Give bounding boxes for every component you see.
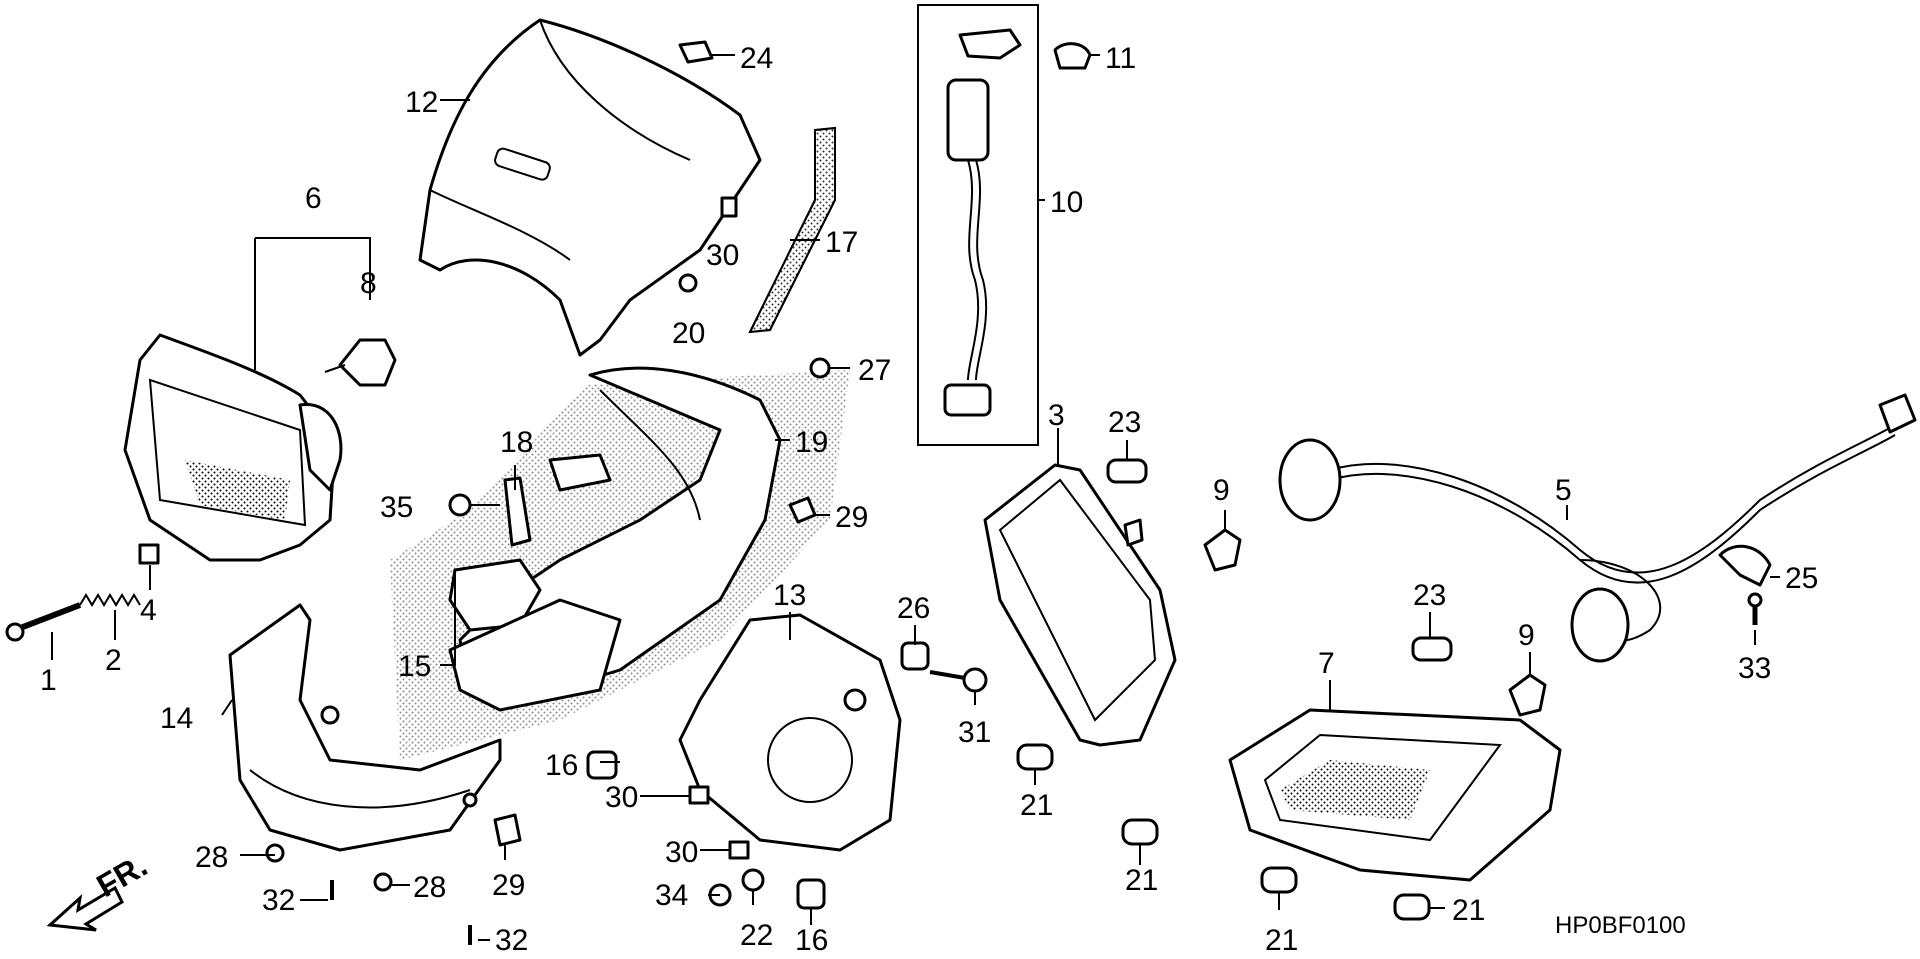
callout-5: 5 [1555, 474, 1572, 507]
callout-14: 14 [160, 702, 193, 735]
callout-28b: 28 [413, 871, 446, 904]
clamp-part-25 [1718, 544, 1772, 587]
callout-15: 15 [398, 650, 431, 683]
collar-part-16-bottom [796, 878, 826, 910]
callout-29a: 29 [835, 501, 868, 534]
grommet-part-11 [1053, 42, 1092, 70]
callout-22: 22 [740, 919, 773, 952]
callout-12: 12 [405, 86, 438, 119]
callout-18: 18 [500, 426, 533, 459]
grommet-part-21a [1016, 743, 1054, 771]
callout-7: 7 [1318, 647, 1335, 680]
bulb-part-9b [1508, 673, 1547, 717]
screw-part-28-right [373, 872, 393, 892]
clip-part-30-mid [688, 785, 710, 805]
callout-31: 31 [958, 716, 991, 749]
bolt-part-27 [809, 357, 831, 379]
adjust-screw-part-1 [5, 602, 82, 642]
headlight-part-7 [1228, 708, 1562, 882]
diagram-code: HP0BF0100 [1555, 912, 1686, 939]
callout-8: 8 [360, 267, 377, 300]
callout-19: 19 [795, 426, 828, 459]
callout-21d: 21 [1452, 894, 1485, 927]
grommet-part-21c [1260, 866, 1298, 894]
nut-part-4 [138, 543, 160, 565]
clip-part-29-left [493, 813, 522, 847]
callout-33: 33 [1738, 652, 1771, 685]
callout-28a: 28 [195, 841, 228, 874]
callout-13: 13 [773, 579, 806, 612]
clip-part-30-top [720, 196, 738, 218]
callout-9a: 9 [1213, 474, 1230, 507]
nut-part-20 [678, 273, 698, 293]
callout-17: 17 [825, 226, 858, 259]
callout-labels: 1 2 3 4 5 6 7 8 9 9 10 11 12 13 14 15 16… [40, 42, 1818, 957]
spring-part-2 [79, 593, 141, 607]
callout-23b: 23 [1413, 579, 1446, 612]
bolt-part-31 [929, 667, 988, 693]
callout-6: 6 [305, 182, 322, 215]
callout-11: 11 [1105, 42, 1136, 75]
headlight-assembly-part-6 [123, 333, 343, 562]
callout-16b: 16 [795, 924, 828, 957]
callout-21c: 21 [1265, 924, 1298, 957]
leader-lines [51, 54, 1780, 941]
bolt-part-35 [448, 493, 472, 517]
callout-9b: 9 [1518, 619, 1535, 652]
callout-30b: 30 [605, 781, 638, 814]
upper-cover-part [418, 18, 762, 357]
callout-21b: 21 [1125, 864, 1158, 897]
callout-35: 35 [380, 491, 413, 524]
screw-part-28-left [265, 843, 285, 863]
nut-part-22 [741, 868, 765, 892]
callout-34: 34 [655, 879, 688, 912]
hose-part-17 [748, 126, 836, 334]
callout-20: 20 [672, 317, 705, 350]
inner-housing-part-13 [678, 613, 902, 852]
callout-32a: 32 [262, 884, 295, 917]
grommet-part-23b [1411, 636, 1453, 662]
front-direction-marker: FR. [46, 847, 153, 932]
headlight-case-part-3 [983, 463, 1177, 747]
bulb-part-9a [1203, 528, 1242, 572]
callout-1: 1 [40, 664, 57, 697]
callout-26: 26 [897, 592, 930, 625]
bulb-part-8 [324, 338, 397, 387]
callout-24: 24 [740, 42, 773, 75]
lower-cover-part-14 [228, 603, 502, 852]
callout-21a: 21 [1020, 789, 1053, 822]
collar-part-26 [900, 641, 930, 671]
grommet-part-21b [1121, 818, 1159, 846]
collar-part-16-left [586, 750, 618, 780]
callout-29b: 29 [492, 869, 525, 902]
callout-30c: 30 [665, 836, 698, 869]
wire-harness-part-5 [1278, 393, 1917, 663]
grommet-part-23a [1106, 458, 1148, 484]
callout-4: 4 [140, 594, 157, 627]
callout-30a: 30 [706, 239, 739, 272]
callout-3: 3 [1048, 399, 1065, 432]
clip-part-24 [678, 40, 714, 64]
screw-part-33 [1747, 592, 1763, 625]
socket-assembly-part-10 [917, 4, 1039, 446]
callout-2: 2 [105, 644, 122, 677]
grommet-part-21d [1393, 893, 1431, 921]
callout-23a: 23 [1108, 406, 1141, 439]
clip-part-30-low [728, 840, 750, 860]
front-arrow-icon [46, 885, 124, 932]
bracket-part-15 [448, 598, 622, 712]
callout-27: 27 [858, 354, 891, 387]
callout-10: 10 [1050, 186, 1083, 219]
callout-32b: 32 [495, 924, 528, 957]
callout-16a: 16 [545, 749, 578, 782]
callout-25: 25 [1785, 562, 1818, 595]
